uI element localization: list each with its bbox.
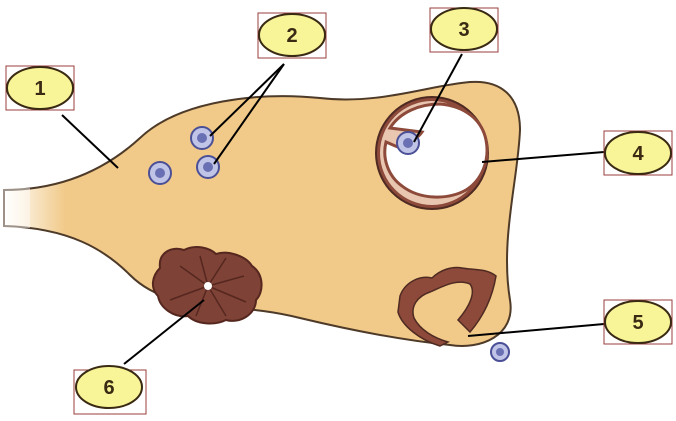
primordial-follicle bbox=[197, 156, 219, 178]
callout-label-2: 2 bbox=[286, 25, 297, 47]
callout-label-3: 3 bbox=[458, 19, 469, 41]
callout-6: 6 bbox=[74, 366, 146, 414]
released-oocyte bbox=[491, 343, 509, 361]
ovary-hilum-fade bbox=[0, 188, 30, 228]
corpus-luteum bbox=[153, 247, 262, 323]
callout-2: 2 bbox=[258, 13, 326, 58]
callout-3: 3 bbox=[430, 8, 498, 52]
primordial-follicle bbox=[149, 162, 171, 184]
leader-line-6 bbox=[124, 300, 204, 364]
callout-label-6: 6 bbox=[103, 377, 114, 399]
oocyte-in-follicle bbox=[397, 132, 419, 154]
callout-4: 4 bbox=[604, 131, 672, 175]
callout-label-4: 4 bbox=[632, 143, 644, 165]
leader-line-1 bbox=[62, 115, 118, 168]
callout-5: 5 bbox=[604, 300, 672, 344]
callout-label-5: 5 bbox=[632, 312, 643, 334]
callout-1: 1 bbox=[6, 66, 74, 110]
mature-follicle bbox=[376, 97, 488, 209]
callout-label-1: 1 bbox=[34, 78, 45, 100]
primordial-follicle bbox=[191, 127, 213, 149]
